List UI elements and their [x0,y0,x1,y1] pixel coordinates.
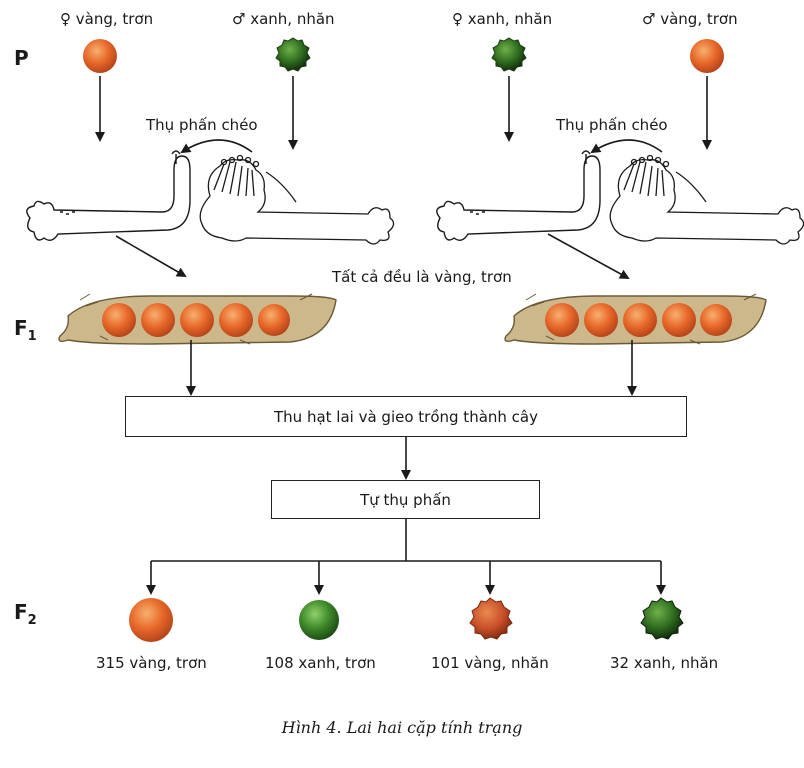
f1-seed [102,303,136,337]
pollination-arrow-right [590,139,663,154]
f1-seed [545,303,579,337]
f2-seed-green-wrinkled [640,597,684,640]
f1-seed [584,303,618,337]
pollination-arrow-left [180,139,253,154]
left-male-parent-label: ♂ xanh, nhăn [232,10,335,28]
generation-label-f1: F1 [14,316,37,344]
generation-label-f2: F2 [14,600,37,628]
left-female-parent-label: ♀ vàng, trơn [60,10,154,28]
f2-label-green-wrinkled: 32 xanh, nhăn [610,654,719,672]
collect-seeds-text: Thu hạt lai và gieo trồng thành cây [274,407,538,426]
f1-seed [180,303,214,337]
self-pollination-box: Tự thụ phấn [271,480,540,519]
generation-label-f2-letter: F [14,600,28,624]
generation-label-f1-sub: 1 [27,329,37,344]
left-female-flower [26,150,191,241]
p-right-male-seed [690,39,724,73]
f1-right-pod [504,293,767,345]
p-right-female-seed [491,37,527,72]
f1-seed [662,303,696,337]
right-male-parent-label: ♂ vàng, trơn [642,10,738,28]
right-female-parent-label: ♀ xanh, nhăn [452,10,553,28]
f2-seed-green-smooth [299,600,339,640]
self-pollination-text: Tự thụ phấn [360,490,451,509]
f2-label-yellow-wrinkled: 101 vàng, nhăn [431,654,549,672]
f1-result-label: Tất cả đều là vàng, trơn [332,268,512,286]
f1-seed [141,303,175,337]
p-left-male-seed [275,37,311,72]
arrow [547,233,630,279]
collect-seeds-box: Thu hạt lai và gieo trồng thành cây [125,396,687,437]
left-male-flower [199,154,395,245]
f1-seed [623,303,657,337]
f1-seed [219,303,253,337]
f1-seed [700,304,732,336]
f1-left-pod [58,293,337,345]
generation-label-f2-sub: 2 [27,613,37,628]
arrow [115,235,187,278]
f1-seed [258,304,290,336]
generation-label-f1-letter: F [14,316,28,340]
generation-label-p: P [14,46,29,70]
right-cross-pollination-label: Thụ phấn chéo [556,116,668,134]
f2-label-green-smooth: 108 xanh, trơn [265,654,376,672]
figure-caption: Hình 4. Lai hai cặp tính trạng [281,718,523,737]
f2-label-yellow-smooth: 315 vàng, trơn [96,654,207,672]
p-left-female-seed [83,39,117,73]
right-female-flower [436,150,601,241]
right-male-flower [609,154,804,245]
f2-seed-yellow-smooth [129,598,173,642]
f2-seed-yellow-wrinkled [469,597,513,640]
left-cross-pollination-label: Thụ phấn chéo [146,116,258,134]
